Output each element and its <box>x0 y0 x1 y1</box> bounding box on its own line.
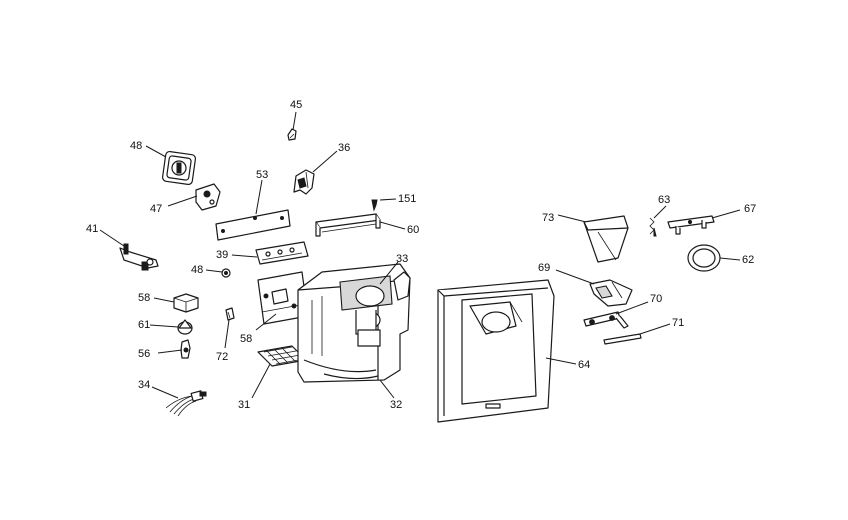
leader-71 <box>639 323 671 335</box>
leader-67 <box>711 209 741 219</box>
part-58-cap <box>173 293 199 313</box>
leader-47 <box>167 195 198 207</box>
callout-47: 47 <box>150 203 162 215</box>
callout-73: 73 <box>542 212 554 224</box>
leader-62 <box>719 257 741 261</box>
leader-60 <box>379 221 406 230</box>
callout-36: 36 <box>338 142 350 154</box>
part-48-knob <box>161 150 197 186</box>
callout-62: 62 <box>742 254 754 266</box>
callout-58a: 58 <box>138 292 150 304</box>
part-41-lever-bracket <box>119 243 159 271</box>
leader-39 <box>231 254 258 258</box>
part-45-clip <box>287 128 297 141</box>
leader-32 <box>379 379 395 399</box>
callout-151: 151 <box>398 193 416 205</box>
part-69-actuator-arm <box>589 279 633 307</box>
part-32-dispenser-housing <box>297 263 411 383</box>
part-70-lever-assembly <box>583 311 629 329</box>
leader-58a <box>153 297 175 303</box>
part-61-grommet <box>177 319 193 335</box>
part-67-bracket-plate <box>667 215 715 235</box>
part-73-ice-chute <box>583 215 629 263</box>
part-36-bracket <box>293 169 315 195</box>
part-71-rod <box>603 333 642 345</box>
leader-34 <box>151 386 179 399</box>
leader-56 <box>157 349 183 354</box>
part-60-channel-bracket <box>315 213 381 237</box>
callout-58b: 58 <box>240 333 252 345</box>
callout-72: 72 <box>216 351 228 363</box>
callout-41: 41 <box>86 223 98 235</box>
leader-73 <box>557 214 587 223</box>
part-47-switch-housing <box>195 183 221 211</box>
leader-45 <box>292 111 297 131</box>
callout-70: 70 <box>650 293 662 305</box>
part-48-nut <box>221 268 231 278</box>
part-53-cover-plate <box>215 209 291 241</box>
part-62-ring-gasket <box>687 244 721 272</box>
callout-34: 34 <box>138 379 150 391</box>
callout-31: 31 <box>238 399 250 411</box>
leader-63 <box>653 205 667 219</box>
part-151-screw <box>371 199 378 212</box>
callout-71: 71 <box>672 317 684 329</box>
callout-64: 64 <box>578 359 590 371</box>
callout-67: 67 <box>744 203 756 215</box>
callout-56: 56 <box>138 348 150 360</box>
leader-72 <box>224 319 230 349</box>
callout-48b: 48 <box>191 264 203 276</box>
leader-58b <box>255 313 277 331</box>
callout-61: 61 <box>138 319 150 331</box>
leader-70 <box>615 301 649 315</box>
callout-63: 63 <box>658 194 670 206</box>
leader-31 <box>251 363 271 399</box>
callout-53: 53 <box>256 169 268 181</box>
callout-69: 69 <box>538 262 550 274</box>
leader-69 <box>555 269 595 285</box>
leader-41 <box>99 229 125 247</box>
part-39-control-board <box>255 241 309 265</box>
leader-48b <box>205 269 223 273</box>
leader-48a <box>145 145 167 158</box>
callout-45: 45 <box>290 99 302 111</box>
leader-33 <box>379 261 399 285</box>
part-63-spring <box>649 217 657 237</box>
callout-33: 33 <box>396 253 408 265</box>
callout-32: 32 <box>390 399 402 411</box>
leader-53 <box>255 179 263 215</box>
part-72-pin <box>225 307 235 321</box>
part-34-wire-harness <box>165 390 207 417</box>
callout-60: 60 <box>407 224 419 236</box>
part-64-front-panel <box>437 279 555 423</box>
callout-48a: 48 <box>130 140 142 152</box>
part-56-actuator <box>180 339 191 359</box>
leader-151 <box>379 198 397 201</box>
leader-64 <box>545 357 577 365</box>
leader-36 <box>312 150 338 173</box>
callout-39: 39 <box>216 249 228 261</box>
leader-61 <box>149 324 179 328</box>
